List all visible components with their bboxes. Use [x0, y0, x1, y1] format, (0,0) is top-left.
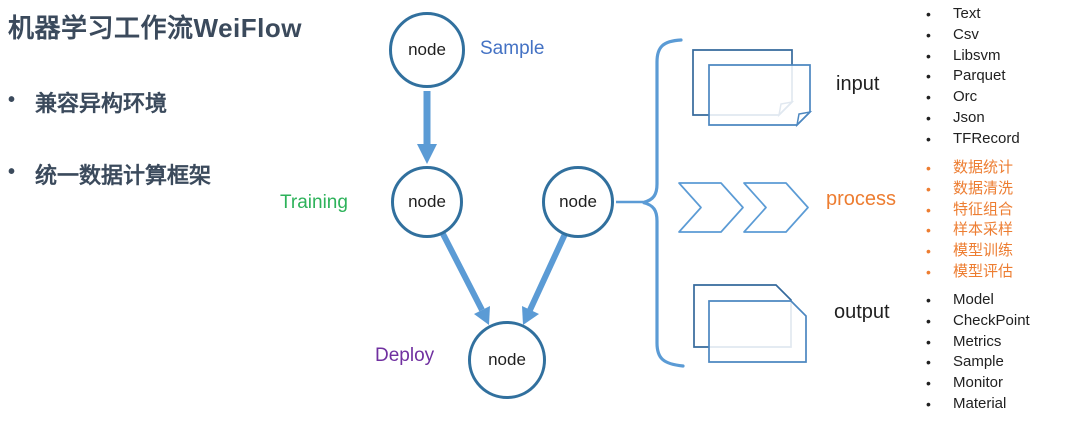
input-list: Text Csv Libsvm Parquet Orc Json TFRecor… [920, 4, 1080, 150]
process-chevrons-icon [678, 182, 809, 233]
label-process: process [826, 188, 897, 210]
list-item: Parquet [920, 66, 1080, 87]
node-sample: node [389, 12, 465, 88]
list-item: Material [920, 394, 1080, 415]
list-item: Monitor [920, 373, 1080, 394]
bullet-text: 兼容异构环境 [35, 91, 168, 116]
label-sample: Sample [480, 38, 545, 59]
node-training: node [391, 166, 463, 238]
list-item: TFRecord [920, 129, 1080, 150]
output-documents-icon [693, 284, 807, 363]
arrow-training-to-deploy-icon [440, 232, 490, 325]
input-documents-icon [692, 49, 813, 128]
list-item: 样本采样 [920, 220, 1080, 241]
label-input: input [836, 73, 880, 95]
label-output: output [834, 301, 890, 323]
bullet-item-compat: • 兼容异构环境 [8, 86, 167, 118]
output-list: Model CheckPoint Metrics Sample Monitor … [920, 290, 1080, 415]
label-training: Training [280, 192, 348, 213]
list-item: Orc [920, 87, 1080, 108]
curly-brace-icon [642, 38, 685, 368]
list-item: CheckPoint [920, 311, 1080, 332]
list-item: 模型训练 [920, 241, 1080, 262]
node-parallel: node [542, 166, 614, 238]
list-item: Csv [920, 25, 1080, 46]
label-deploy: Deploy [375, 345, 435, 366]
list-item: 特征组合 [920, 200, 1080, 221]
bullet-dot: • [8, 89, 16, 111]
list-item: Libsvm [920, 46, 1080, 67]
list-item: Model [920, 290, 1080, 311]
list-item: Json [920, 108, 1080, 129]
node-deploy: node [468, 321, 546, 399]
bullet-item-unified: • 统一数据计算框架 [8, 158, 211, 190]
list-item: 数据统计 [920, 158, 1080, 179]
list-item: 数据清洗 [920, 179, 1080, 200]
list-item: Metrics [920, 332, 1080, 353]
arrow-sample-to-training-icon [417, 91, 437, 164]
bullet-dot: • [8, 161, 16, 183]
process-list: 数据统计 数据清洗 特征组合 样本采样 模型训练 模型评估 [920, 158, 1080, 283]
list-item: Text [920, 4, 1080, 25]
list-item: 模型评估 [920, 262, 1080, 283]
bullet-text: 统一数据计算框架 [35, 163, 212, 188]
page-title: 机器学习工作流WeiFlow [8, 13, 302, 43]
list-item: Sample [920, 352, 1080, 373]
arrow-node-to-deploy-icon [522, 232, 568, 325]
